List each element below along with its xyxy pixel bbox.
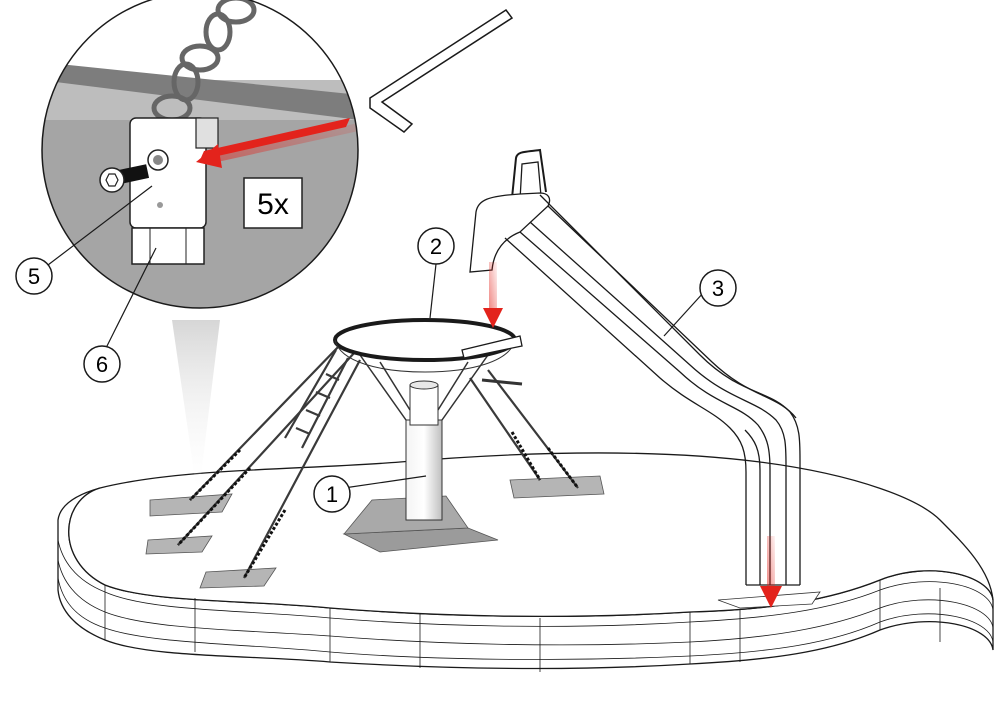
insert-arrow-icon	[196, 118, 350, 168]
svg-text:3: 3	[712, 276, 724, 301]
anchor-pad	[199, 567, 277, 589]
anchor-pad	[509, 475, 605, 499]
base-platform	[57, 452, 994, 672]
ladder-rail	[284, 349, 337, 439]
svg-text:6: 6	[96, 352, 108, 377]
slide-chute-start	[469, 192, 551, 273]
placement-arrows	[483, 262, 782, 608]
svg-text:5: 5	[28, 264, 40, 289]
slide	[469, 148, 801, 586]
svg-text:1: 1	[326, 482, 338, 507]
callout-1: 1	[313, 475, 351, 513]
support-legs	[177, 344, 579, 579]
platform-surface	[68, 452, 994, 618]
platform-side-lines	[57, 539, 994, 672]
slide-connector	[461, 335, 523, 359]
svg-text:2: 2	[430, 234, 442, 259]
central-post	[359, 354, 489, 521]
detail-clamp	[129, 117, 219, 265]
callout-3: 3	[699, 269, 737, 307]
arrow-down-icon	[483, 262, 503, 328]
callout-6: 6	[83, 345, 121, 383]
leg	[243, 359, 361, 579]
chain-links	[176, 431, 580, 579]
leg	[469, 377, 541, 481]
callout-2: 2	[417, 227, 455, 265]
detail-bolt	[99, 164, 150, 193]
detail-beam	[172, 320, 220, 500]
arrow-down-icon	[760, 536, 782, 608]
detail-view: 5x	[41, 0, 359, 500]
callout-leaders	[43, 185, 705, 489]
multiplier-box: 5x	[243, 177, 303, 229]
callout-5: 5	[15, 257, 53, 295]
allen-key-icon	[369, 8, 514, 133]
multiplier-label: 5x	[257, 188, 289, 221]
leg	[189, 344, 341, 501]
slide-handle	[511, 148, 547, 199]
nest-ring	[333, 318, 523, 386]
